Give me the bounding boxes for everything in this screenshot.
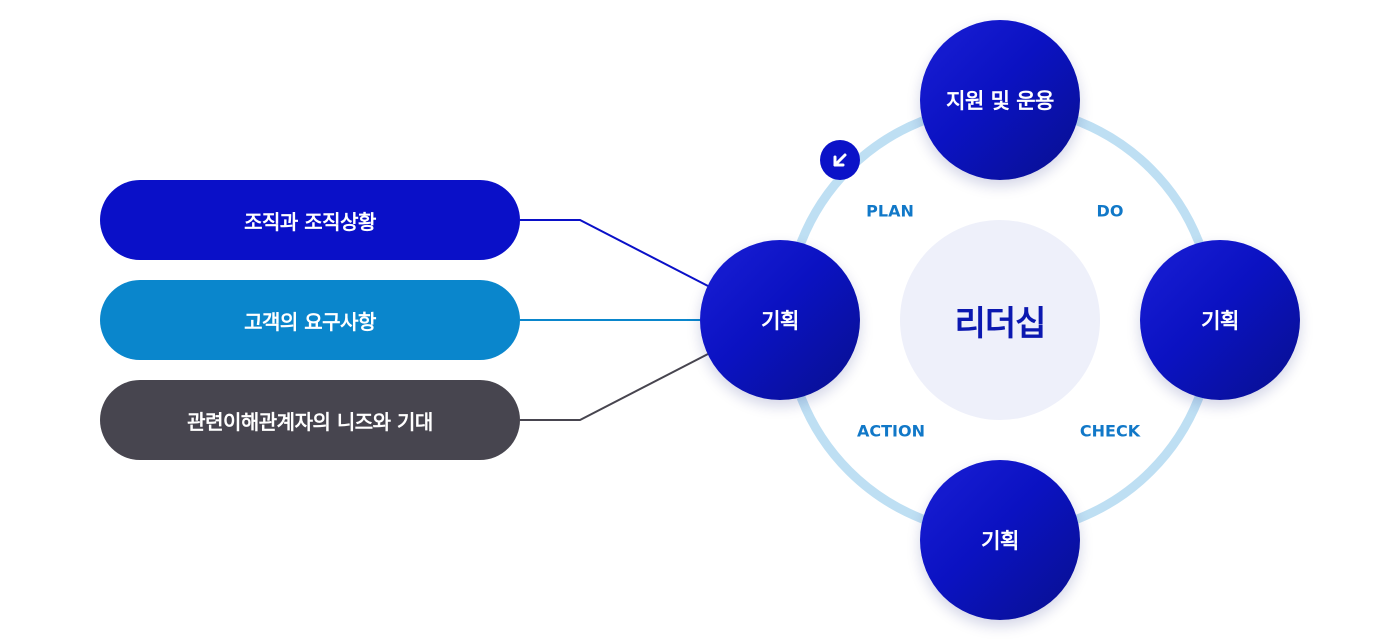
node-label: 지원 및 운용 [946, 89, 1054, 113]
node-label: 기획 [761, 309, 799, 333]
phase-plan-label: PLAN [866, 201, 914, 221]
phase-check-label: CHECK [1079, 421, 1141, 441]
phase-do-label: DO [1096, 201, 1124, 221]
input-label: 고객의 요구사항 [244, 309, 376, 334]
node-label: 기획 [981, 529, 1019, 553]
connector-line-3 [520, 353, 709, 421]
arrow-down-left-glyph [833, 153, 847, 167]
input-stakeholder-needs: 관련이해관계자의 니즈와 기대 [100, 380, 520, 460]
node-support-operation: 지원 및 운용 [920, 20, 1080, 180]
node-planning-left: 기획 [700, 240, 860, 400]
phase-action-label: ACTION [857, 421, 925, 441]
arrow-down-left-icon [820, 140, 860, 180]
center-label: 리더십 [954, 303, 1047, 344]
input-organization-context: 조직과 조직상황 [100, 180, 520, 260]
input-customer-requirements: 고객의 요구사항 [100, 280, 520, 360]
input-label: 관련이해관계자의 니즈와 기대 [187, 409, 433, 434]
center-leadership: 리더십 [900, 220, 1100, 420]
input-label: 조직과 조직상황 [244, 209, 376, 234]
node-label: 기획 [1201, 309, 1239, 333]
node-planning-bottom: 기획 [920, 460, 1080, 620]
node-planning-right: 기획 [1140, 240, 1300, 400]
connector-line-1 [520, 219, 709, 287]
